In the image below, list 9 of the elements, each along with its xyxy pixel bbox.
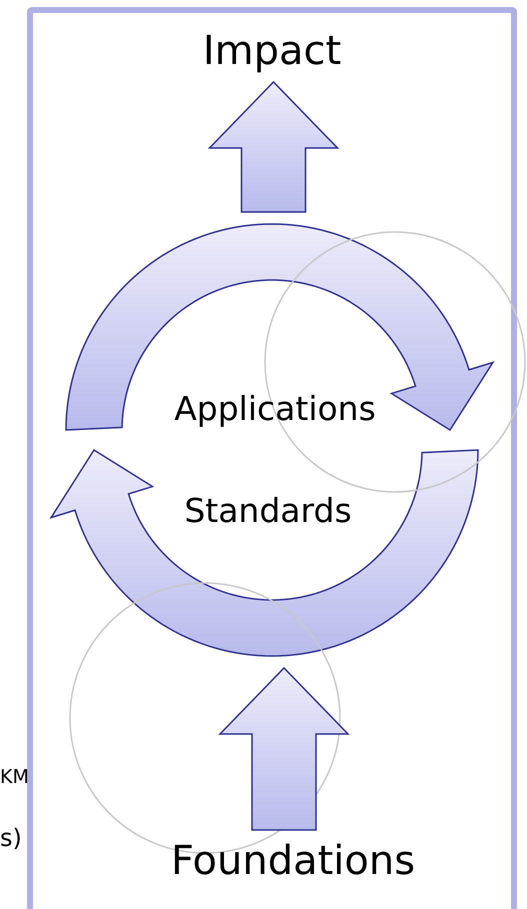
frame-border <box>27 7 517 909</box>
block-arrow <box>208 80 340 213</box>
stage-label: Foundations <box>145 838 441 884</box>
block-arrow <box>218 666 350 831</box>
stage-label: Applications <box>145 390 405 428</box>
stage-label: Standards <box>160 493 376 529</box>
stage-label: Impact <box>172 28 372 74</box>
cut-off-text: s) <box>0 826 22 850</box>
cut-off-text: KM <box>0 768 29 787</box>
